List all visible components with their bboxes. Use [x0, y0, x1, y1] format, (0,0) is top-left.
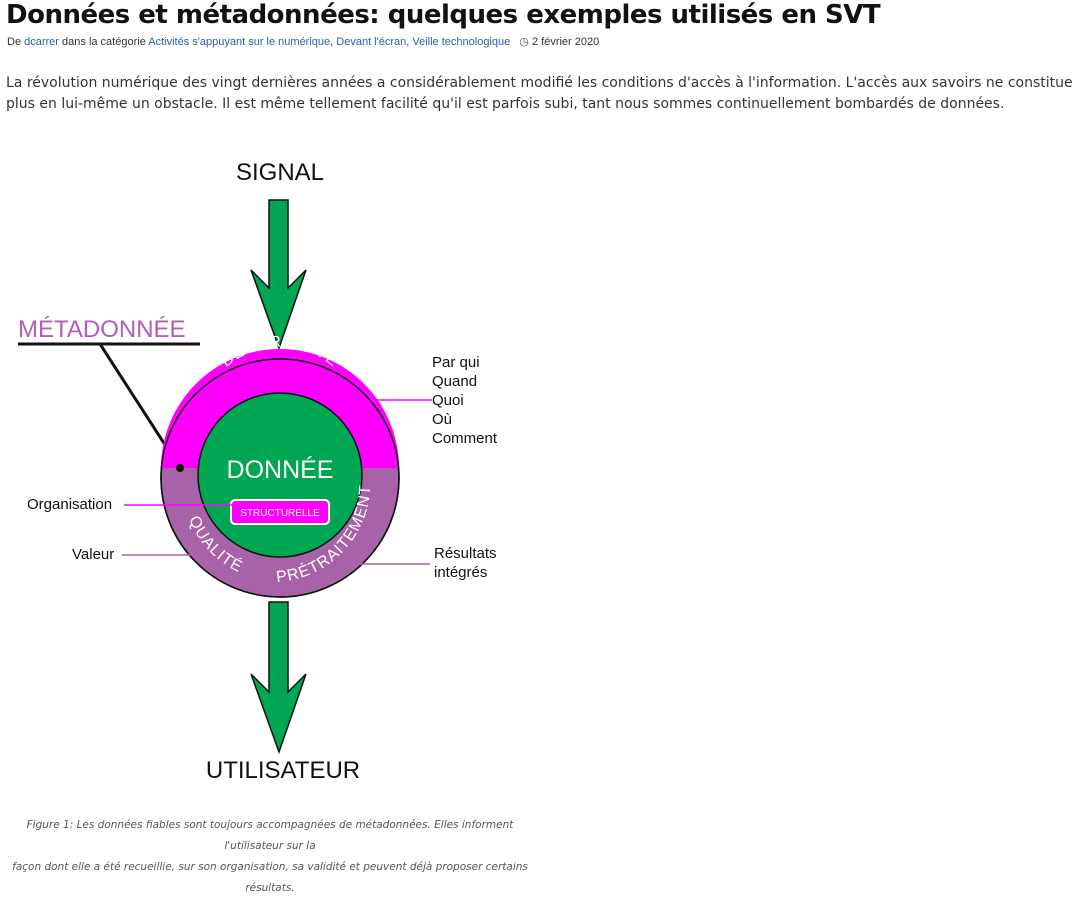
question-ou: Où — [432, 411, 452, 428]
organisation-label: Organisation — [27, 496, 112, 513]
metadonnee-dot — [176, 464, 184, 472]
question-quoi: Quoi — [432, 392, 464, 409]
meta-category-label: dans la catégorie — [62, 36, 146, 48]
structurelle-label: STRUCTURELLE — [240, 508, 320, 519]
figure-diagram: SIGNAL MÉTADONNÉE DONNÉE STRUCTURELLE DE… — [0, 130, 540, 810]
category-link-ecran[interactable]: Devant l'écran — [336, 36, 407, 48]
outer-border — [160, 358, 400, 598]
category-link-veille[interactable]: Veille technologique — [412, 36, 511, 48]
metadata-diagram: SIGNAL MÉTADONNÉE DONNÉE STRUCTURELLE DE… — [18, 159, 501, 784]
questions-list: Par qui Quand Quoi Où Comment — [432, 354, 498, 447]
question-par-qui: Par qui — [432, 354, 480, 371]
question-quand: Quand — [432, 373, 477, 390]
utilisateur-label: UTILISATEUR — [206, 757, 360, 784]
category-link-numerique[interactable]: Activités s'appuyant sur le numérique — [148, 36, 331, 48]
page-title: Données et métadonnées: quelques exemple… — [6, 0, 881, 30]
signal-label: SIGNAL — [236, 159, 324, 186]
question-comment: Comment — [432, 430, 498, 447]
figure-caption: Figure 1: Les données fiables sont toujo… — [0, 815, 540, 899]
post-meta: De dcarrer dans la catégorie Activités s… — [7, 35, 599, 48]
donnee-label: DONNÉE — [227, 455, 334, 484]
arrow-down-top — [250, 199, 307, 351]
resultats-label: Résultats intégrés — [434, 545, 501, 581]
category-separator: , — [330, 36, 337, 48]
meta-by-label: De — [7, 36, 22, 48]
category-separator: , — [406, 36, 413, 48]
metadonnee-label: MÉTADONNÉE — [18, 316, 186, 343]
valeur-label: Valeur — [72, 546, 114, 563]
arrow-down-bottom — [250, 601, 307, 755]
clock-icon: ◷ — [519, 36, 529, 48]
structurelle-box — [230, 499, 330, 525]
intro-paragraph: La révolution numérique des vingt derniè… — [6, 75, 1073, 112]
author-link[interactable]: dcarrer — [24, 36, 59, 48]
post-date: 2 février 2020 — [531, 36, 600, 48]
caption-line-1: Figure 1: Les données fiables sont toujo… — [26, 819, 514, 852]
caption-line-2: façon dont elle a été recueillie, sur so… — [12, 861, 528, 894]
